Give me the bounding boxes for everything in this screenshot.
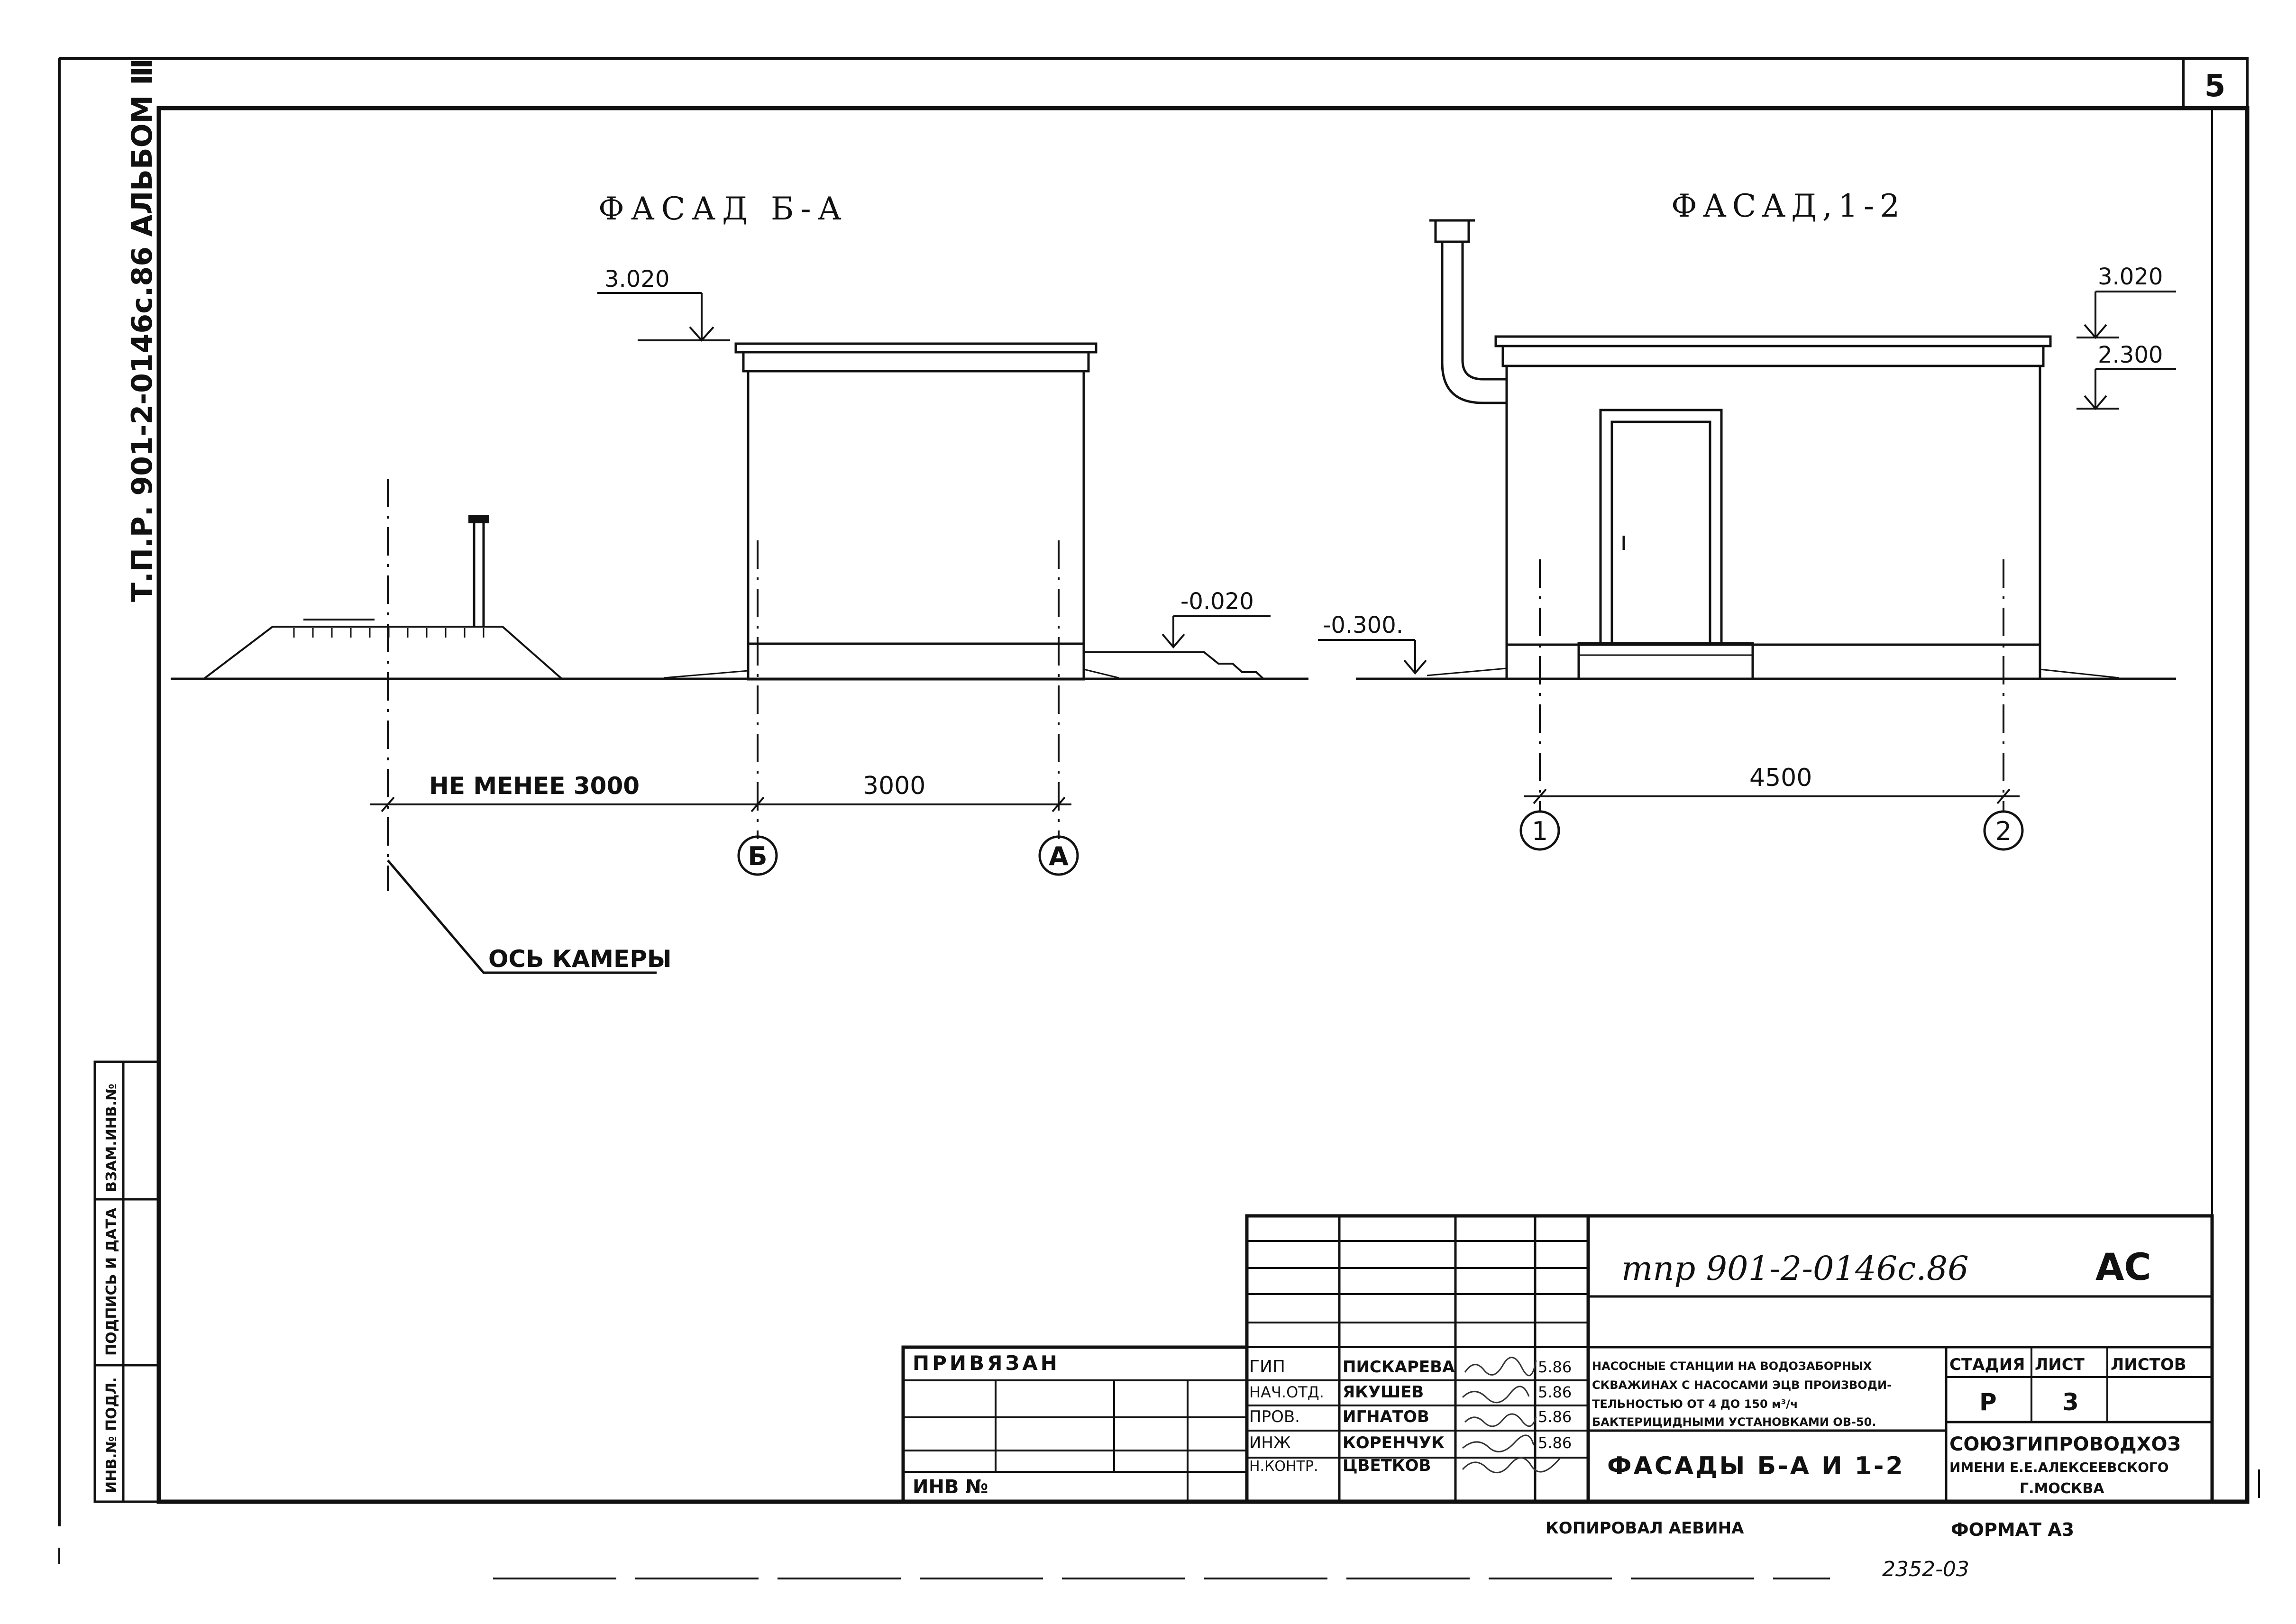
doc-code: тпр 901-2-0146с.86 xyxy=(1621,1249,1969,1288)
project-title-line-2: СКВАЖИНАХ С НАСОСАМИ ЭЦВ ПРОИЗВОДИ- xyxy=(1592,1378,1892,1392)
dimension-chain-1-2 xyxy=(1524,788,2020,804)
axis-label-2: 2 xyxy=(1995,816,2012,846)
role-head: НАЧ.ОТД. xyxy=(1249,1383,1324,1401)
elev-mark-1-2-top xyxy=(2076,291,2176,339)
axis-bubble-a xyxy=(1038,835,1079,876)
dim-label-min-distance: НЕ МЕНЕЕ 3000 xyxy=(429,772,640,800)
name-norm-control: ЦВЕТКОВ xyxy=(1343,1456,1431,1475)
date-checked: 5.86 xyxy=(1538,1408,1572,1426)
role-gip: ГИП xyxy=(1249,1357,1285,1377)
signatures xyxy=(1462,1357,1561,1474)
elev-mark-b-a-side xyxy=(1162,615,1271,649)
chamber-axis-label: ОСЬ КАМЕРЫ xyxy=(488,945,672,973)
strip-label-inv-original: ИНВ.№ ПОДЛ. xyxy=(103,1377,120,1493)
elev-label-1-2-top: 3.020 xyxy=(2098,264,2163,290)
doc-mark: АС xyxy=(2095,1246,2151,1289)
name-gip: ПИСКАРЕВА xyxy=(1343,1358,1455,1377)
sheet-value: 3 xyxy=(2062,1388,2079,1416)
role-norm-control: Н.КОНТР. xyxy=(1249,1458,1318,1475)
facade-1-2: ФАСАД,1-2 xyxy=(1318,188,2176,851)
title-block xyxy=(901,1214,2214,1504)
stage-label: СТАДИЯ xyxy=(1949,1355,2025,1374)
elev-label-1-2-mid: 2.300 xyxy=(2098,342,2163,368)
facade-b-a: ФАСАД Б-А xyxy=(171,191,1308,974)
inv-no-label: ИНВ № xyxy=(913,1476,988,1498)
building-1-2 xyxy=(1427,335,2120,680)
date-head: 5.86 xyxy=(1538,1383,1572,1401)
name-checked: ИГНАТОВ xyxy=(1343,1407,1429,1426)
privyazan-label: ПРИВЯЗАН xyxy=(913,1351,1060,1375)
sheets-label: ЛИСТОВ xyxy=(2111,1355,2186,1374)
axis-bubble-2 xyxy=(1983,810,2024,851)
sheet-label: ЛИСТ xyxy=(2035,1355,2085,1374)
vent-pipe xyxy=(1429,219,1507,404)
entrance-door xyxy=(1599,409,1723,646)
sheet-format: ФОРМАТ А3 xyxy=(1951,1519,2074,1540)
dimension-chain-b-a xyxy=(370,796,1071,812)
elev-mark-1-2-ground xyxy=(1318,639,1427,675)
date-gip: 5.86 xyxy=(1538,1358,1572,1376)
building-b-a xyxy=(663,342,1119,681)
elev-mark-1-2-mid xyxy=(2076,368,2176,411)
facade-1-2-title: ФАСАД,1-2 xyxy=(1671,188,1905,224)
axis-label-b: Б xyxy=(748,841,767,871)
sheet-title: ФАСАДЫ Б-А И 1-2 xyxy=(1607,1452,1905,1480)
role-engineer: ИНЖ xyxy=(1249,1433,1291,1452)
strip-label-inv-replace: ВЗАМ.ИНВ.№ xyxy=(103,1084,120,1192)
page-number: 5 xyxy=(2205,69,2226,104)
well-mound xyxy=(203,515,563,680)
name-engineer: КОРЕНЧУК xyxy=(1343,1433,1445,1452)
org-name-line-2: ИМЕНИ Е.Е.АЛЕКСЕЕВСКОГО xyxy=(1949,1460,2169,1475)
org-city: Г.МОСКВА xyxy=(2020,1480,2104,1497)
elev-label-1-2-ground: -0.300. xyxy=(1323,612,1403,639)
project-title-line-3: ТЕЛЬНОСТЬЮ ОТ 4 ДО 150 м³/ч xyxy=(1592,1397,1798,1411)
elev-label-b-a-top: 3.020 xyxy=(604,266,669,292)
chamber-axis-leader xyxy=(387,859,657,974)
strip-label-signature-date: ПОДПИСЬ И ДАТА xyxy=(103,1207,120,1356)
project-title-line-1: НАСОСНЫЕ СТАНЦИИ НА ВОДОЗАБОРНЫХ xyxy=(1592,1359,1872,1373)
copied-by: КОПИРОВАЛ АЕВИНА xyxy=(1546,1519,1744,1538)
date-engineer: 5.86 xyxy=(1538,1434,1572,1452)
archive-number: 2352-03 xyxy=(1882,1557,1969,1581)
axis-label-a: А xyxy=(1049,841,1069,871)
axis-bubble-b xyxy=(737,835,778,876)
page-number-box: 5 xyxy=(2182,57,2249,109)
stage-value: Р xyxy=(1979,1388,1997,1416)
dim-label-span-1-2: 4500 xyxy=(1749,764,1812,792)
axis-label-1: 1 xyxy=(1532,816,1548,846)
axis-bubble-1 xyxy=(1519,810,1560,851)
project-title-line-4: БАКТЕРИЦИДНЫМИ УСТАНОВКАМИ ОВ-50. xyxy=(1592,1415,1876,1429)
album-side-label: Т.П.Р. 901-2-0146с.86 АЛЬБОМ Ⅲ xyxy=(126,58,159,602)
entrance-steps xyxy=(1084,651,1264,680)
role-checked: ПРОВ. xyxy=(1249,1407,1300,1426)
dim-label-span-b-a: 3000 xyxy=(863,772,925,800)
name-head: ЯКУШЕВ xyxy=(1343,1383,1424,1402)
facade-b-a-title: ФАСАД Б-А xyxy=(598,191,848,227)
left-stamp-strip xyxy=(93,1060,160,1503)
elev-label-b-a-side: -0.020 xyxy=(1180,588,1254,615)
org-name: СОЮЗГИПРОВОДХОЗ xyxy=(1949,1433,2181,1455)
elev-mark-b-a-top xyxy=(597,292,730,342)
bottom-rule-lines xyxy=(58,1469,2260,1579)
door-step xyxy=(1577,642,1754,680)
